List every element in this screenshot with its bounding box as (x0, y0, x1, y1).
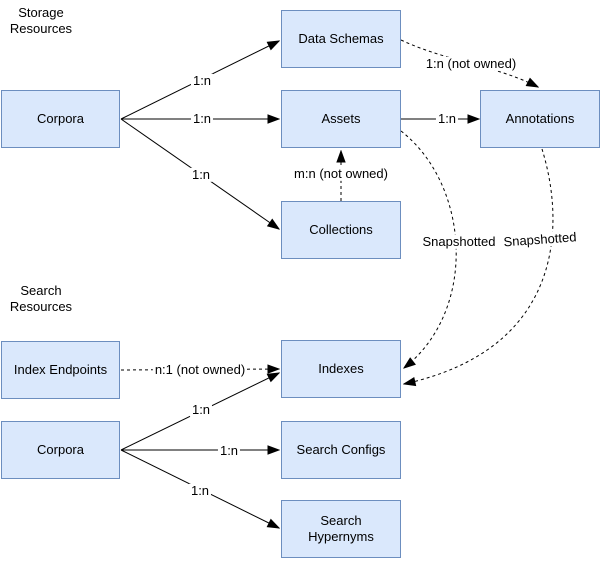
edge-label-searchcorpora-searchconfigs: 1:n (217, 442, 241, 459)
edge-label-corpora-assets: 1:n (190, 110, 214, 127)
edge-label-corpora-collections: 1:n (189, 166, 213, 183)
edge-label-corpora-dataschemas: 1:n (190, 72, 214, 89)
node-storage-corpora: Corpora (1, 90, 120, 148)
node-assets: Assets (281, 90, 401, 148)
edge-assets-indexes (400, 130, 457, 368)
node-index-endpoints: Index Endpoints (1, 341, 120, 399)
node-annotations: Annotations (480, 90, 600, 148)
node-search-hypernyms: Search Hypernyms (281, 500, 401, 558)
edge-label-searchcorpora-indexes: 1:n (189, 401, 213, 418)
edge-label-dataschemas-annotations: 1:n (not owned) (423, 55, 519, 72)
edge-label-collections-assets: m:n (not owned) (292, 165, 390, 182)
node-data-schemas: Data Schemas (281, 10, 401, 68)
edge-annotations-indexes (404, 148, 554, 384)
edge-label-indexendpoints-indexes: n:1 (not owned) (152, 361, 248, 378)
section-label-storage-resources: Storage Resources (9, 5, 73, 37)
section-label-search-resources: Search Resources (9, 283, 73, 315)
node-search-configs: Search Configs (281, 421, 401, 479)
edge-label-assets-annotations: 1:n (435, 110, 459, 127)
node-collections: Collections (281, 201, 401, 259)
edge-label-snapshotted-assets: Snapshotted (420, 233, 498, 250)
node-indexes: Indexes (281, 340, 401, 398)
edge-label-searchcorpora-searchhypernyms: 1:n (188, 482, 212, 499)
node-search-corpora: Corpora (1, 421, 120, 479)
